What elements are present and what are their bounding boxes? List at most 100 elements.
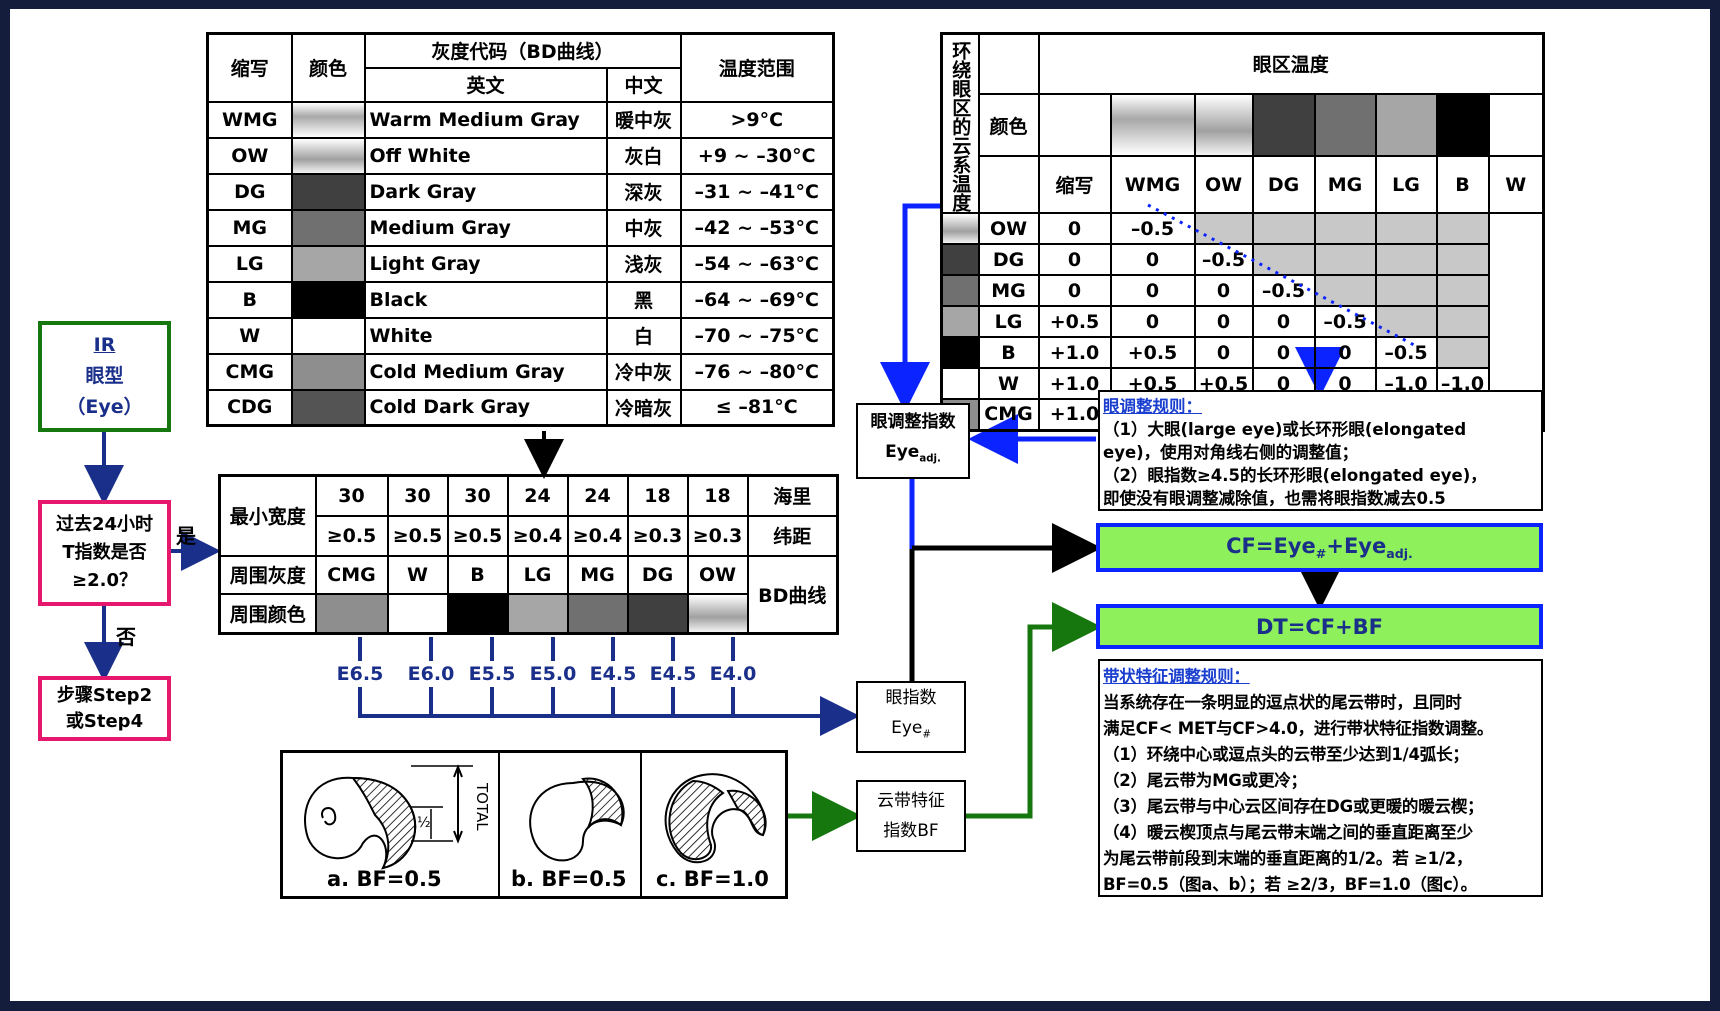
ez-value-cell: [1313, 243, 1377, 276]
dt-formula: DT=CF+BF: [1255, 614, 1384, 639]
lat-cell: ≥0.4: [506, 514, 569, 557]
bd-en-name: White: [363, 316, 608, 355]
bd-en-name: Medium Gray: [363, 208, 608, 247]
bd-range: >9°C: [679, 100, 835, 139]
ez-col-header: MG: [1313, 155, 1377, 214]
ez-value-cell: 0: [1109, 243, 1196, 276]
total-label: TOTAL: [473, 783, 491, 831]
ez-value-cell: +1.0: [1037, 336, 1112, 369]
h-surround-color: 周围颜色: [218, 592, 317, 635]
ez-row-abbr: MG: [977, 274, 1040, 307]
t-index-question-box: 过去24小时 T指数是否 ≥2.0？: [38, 500, 171, 606]
eye-num-title: 眼指数: [885, 688, 937, 709]
sea-mile-cell: 30: [446, 474, 509, 517]
ez-h-abbr: 缩写: [1037, 155, 1112, 214]
band-rule-line-1: 当系统存在一条明显的逗点状的尾云带时，且同时: [1103, 693, 1462, 712]
eye-adjust-rule-box: 眼调整规则： （1）大眼(large eye)或长环形眼(elongated e…: [1098, 390, 1543, 511]
ez-value-cell: –0.5: [1109, 212, 1196, 245]
bd-cn-name: 冷中灰: [605, 352, 682, 391]
ez-col-header: W: [1487, 155, 1545, 214]
ez-row-abbr: CMG: [977, 398, 1040, 431]
sea-mile-cell: 18: [686, 474, 749, 517]
bf-figure-drawings: [304, 764, 767, 870]
eye-rule-title: 眼调整规则：: [1103, 397, 1202, 416]
bd-en-name: Cold Dark Gray: [363, 388, 608, 427]
bd-color-swatch: [290, 352, 366, 391]
ez-col-swatch: [1487, 92, 1545, 158]
bd-range: ≤ –81°C: [679, 388, 835, 427]
surround-color-swatch: [446, 592, 509, 635]
bd-color-swatch: [290, 388, 366, 427]
step-line-1: 步骤Step2: [56, 684, 153, 706]
ez-row-swatch: [940, 336, 980, 369]
band-rule-title: 带状特征调整规则：: [1103, 667, 1250, 686]
ez-row-abbr: W: [977, 367, 1040, 400]
bd-abbr: LG: [206, 244, 293, 283]
h-code: 灰度代码（BD曲线）: [363, 32, 682, 69]
e-value-label: E4.5: [649, 663, 697, 685]
ez-row-swatch: [940, 212, 980, 245]
bd-abbr: WMG: [206, 100, 293, 139]
ez-col-swatch: [1374, 92, 1438, 158]
bd-range: –54 ~ –63°C: [679, 244, 835, 283]
sea-mile-cell: 24: [566, 474, 629, 517]
ez-value-cell: +0.5: [1037, 305, 1112, 338]
ez-value-cell: [1374, 243, 1438, 276]
ez-col-swatch: [1251, 92, 1316, 158]
cf-formula: CF=Eye#+Eyeadj.: [1226, 533, 1413, 562]
cf-formula-box: CF=Eye#+Eyeadj.: [1096, 523, 1543, 572]
surround-gray-cell: CMG: [314, 554, 389, 595]
sea-mile-cell: 18: [626, 474, 689, 517]
bd-cn-name: 冷暗灰: [605, 388, 682, 427]
ez-col-swatch: [1109, 92, 1196, 158]
h-en: 英文: [363, 66, 608, 103]
ez-value-cell: 0: [1313, 336, 1377, 369]
surround-color-swatch: [566, 592, 629, 635]
eye-en-label: （Eye）: [66, 396, 143, 418]
bd-cn-name: 灰白: [605, 136, 682, 175]
ez-row-swatch: [940, 367, 980, 400]
h-surround-gray: 周围灰度: [218, 554, 317, 595]
bd-range: –42 ~ –53°C: [679, 208, 835, 247]
h-bd: BD曲线: [746, 554, 839, 635]
eye-type-label: 眼型: [85, 365, 124, 387]
ez-col-header: LG: [1374, 155, 1438, 214]
e-value-label: E6.5: [336, 663, 384, 685]
bd-cn-name: 暖中灰: [605, 100, 682, 139]
ez-value-cell: +0.5: [1109, 336, 1196, 369]
bd-en-name: Dark Gray: [363, 172, 608, 211]
bd-abbr: MG: [206, 208, 293, 247]
bd-range: –76 ~ –80°C: [679, 352, 835, 391]
ez-row-abbr: OW: [977, 212, 1040, 245]
bd-en-name: Cold Medium Gray: [363, 352, 608, 391]
h-min-width: 最小宽度: [218, 474, 317, 557]
ez-value-cell: [1435, 274, 1490, 307]
eye-zone-to-adj-arrow: [880, 203, 940, 412]
ez-value-cell: 0: [1251, 336, 1316, 369]
eye-number-box: 眼指数 Eye#: [856, 681, 966, 753]
bd-en-name: Warm Medium Gray: [363, 100, 608, 139]
bd-en-name: Black: [363, 280, 608, 319]
surround-gray-cell: MG: [566, 554, 629, 595]
ez-value-cell: 0: [1037, 274, 1112, 307]
ez-row-swatch: [940, 274, 980, 307]
figure-b-drawing: [529, 777, 625, 862]
bd-abbr: B: [206, 280, 293, 319]
ez-value-cell: 0: [1193, 305, 1254, 338]
bf-title-2: 指数BF: [883, 821, 939, 841]
eye-adj-title: 眼调整指数: [870, 412, 956, 433]
bd-abbr: OW: [206, 136, 293, 175]
question-line-3: ≥2.0？: [72, 570, 137, 591]
bf-figures-panel: TOTAL ½ a. BF=0.5 b. BF=0.5 c. BF=1.0: [280, 750, 788, 899]
bd-color-swatch: [290, 316, 366, 355]
diagram-canvas: IR 眼型 （Eye） 过去24小时 T指数是否 ≥2.0？ 是 否 步骤Ste…: [10, 9, 1710, 1001]
ez-value-cell: [1251, 243, 1316, 276]
e-value-label: E6.0: [407, 663, 455, 685]
band-rule-line-4: （2）尾云带为MG或更冷；: [1103, 771, 1307, 790]
